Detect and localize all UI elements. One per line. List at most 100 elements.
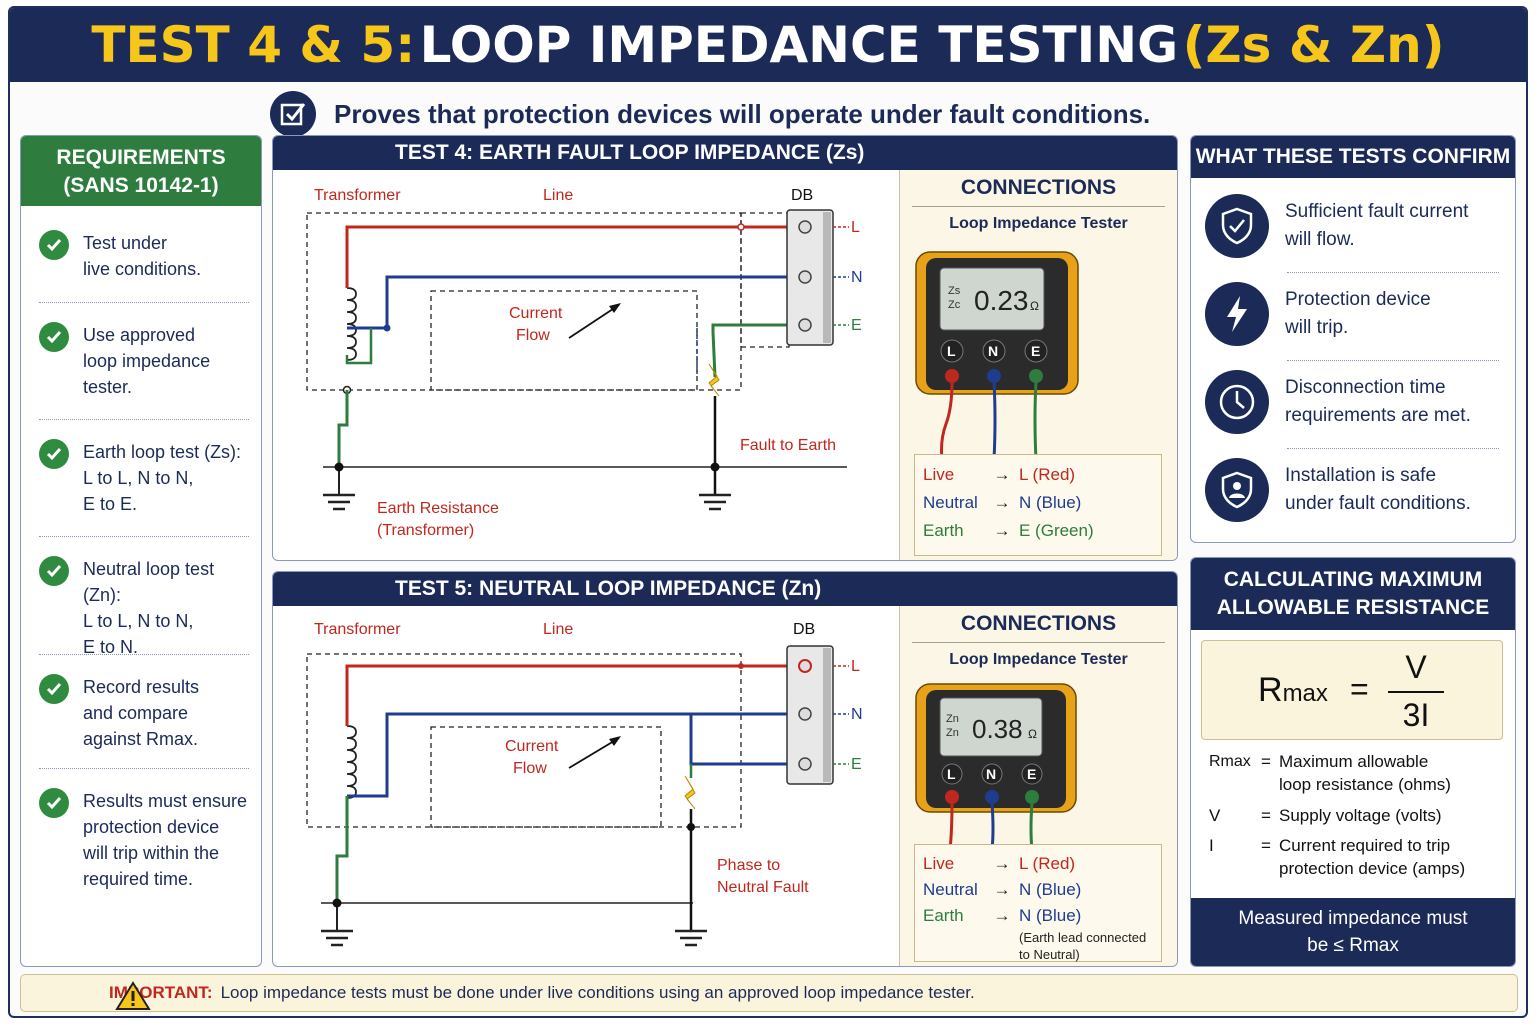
test5-connections: CONNECTIONS Loop Impedance Tester Zn Zn … — [899, 606, 1177, 966]
connection-row: Live → L (Red) — [923, 851, 1153, 877]
test5-panel: TEST 5: NEUTRAL LOOP IMPEDANCE (Zn) — [272, 571, 1178, 967]
current-loop-dashed-box — [430, 290, 698, 391]
requirement-text: Use approved loop impedance tester. — [83, 325, 211, 397]
fault-sub-label: Neutral Fault — [717, 879, 809, 896]
check-icon — [39, 556, 69, 586]
arrow-icon: → — [993, 854, 1011, 873]
test4-panel: TEST 4: EARTH FAULT LOOP IMPEDANCE (Zs) — [272, 135, 1178, 561]
junction-dot — [710, 462, 720, 472]
arrow-icon: → — [993, 465, 1011, 484]
legend-equals: = — [1261, 752, 1271, 771]
formula-denominator: 3I — [1402, 697, 1430, 733]
live-wire — [345, 664, 805, 726]
calculation-heading: CALCULATING MAXIMUM ALLOWABLE RESISTANCE — [1191, 558, 1515, 630]
check-icon — [39, 322, 69, 352]
legend-row: Rmax = Maximum allowable loop resistance… — [1209, 750, 1509, 796]
connection-to: N (Blue) — [1019, 906, 1082, 925]
line-label: Line — [543, 621, 573, 638]
terminal-n-icon — [798, 707, 812, 721]
current-loop-dashed-box — [430, 726, 662, 828]
formula-numerator: V — [1405, 649, 1427, 685]
confirm-item: Protection device will trip. — [1205, 282, 1505, 346]
distribution-board-side — [823, 648, 831, 782]
loop-impedance-tester-icon: Zn Zn 0.38 Ω L N E — [915, 683, 1077, 850]
requirement-item: Results must ensure protection device wi… — [39, 788, 253, 892]
fault-label: Fault to Earth — [740, 437, 836, 454]
arrow-icon: → — [993, 521, 1011, 540]
earth-resistance-sub-label: (Transformer) — [377, 522, 474, 539]
checkbox-icon — [270, 91, 316, 137]
check-icon — [39, 788, 69, 818]
infographic-frame: TEST 4 & 5: LOOP IMPEDANCE TESTING (Zs &… — [8, 6, 1528, 1018]
green-lead — [1029, 802, 1034, 850]
display-mode-bottom: Zn — [946, 727, 959, 739]
requirement-item: Record results and compare against Rmax. — [39, 674, 253, 752]
terminal-n-button — [982, 339, 1006, 363]
terminal-e-text: E — [1031, 343, 1040, 359]
neutral-wire — [347, 712, 805, 798]
requirements-heading-line-2: (SANS 10142-1) — [63, 174, 219, 197]
confirm-item: Sufficient fault current will flow. — [1205, 194, 1505, 258]
legend-row: I = Current required to trip protection … — [1209, 834, 1509, 880]
title-bar: TEST 4 & 5: LOOP IMPEDANCE TESTING (Zs &… — [10, 8, 1526, 82]
formula-lhs-letter: R — [1258, 671, 1283, 709]
l-label: L — [851, 658, 860, 675]
earth-link-wire — [345, 328, 373, 365]
confirm-text: Protection device will trip. — [1285, 289, 1431, 338]
formula-lhs: Rmax — [1258, 671, 1328, 710]
title-part-1: TEST 4 & 5: — [91, 16, 416, 74]
divider — [1287, 448, 1499, 449]
terminal-n-icon — [798, 270, 812, 284]
terminal-n-text: N — [986, 766, 996, 782]
tester-display — [939, 697, 1043, 757]
confirm-text: Installation is safe under fault conditi… — [1285, 465, 1471, 514]
e-label: E — [851, 756, 862, 773]
tester-display — [939, 267, 1045, 331]
confirm-text: Sufficient fault current will flow. — [1285, 201, 1469, 250]
earth-resistance-label: Earth Resistance — [377, 500, 499, 517]
transformer-label: Transformer — [314, 187, 401, 204]
current-arrow-icon — [568, 304, 620, 339]
loop-impedance-tester-icon: Zs Zc 0.23 Ω L N E — [915, 251, 1079, 460]
red-probe-socket — [945, 790, 959, 804]
junction-dot — [687, 823, 695, 831]
requirement-item: Use approved loop impedance tester. — [39, 322, 253, 400]
requirement-item: Neutral loop test (Zn): L to L, N to N, … — [39, 556, 253, 660]
title-part-2: LOOP IMPEDANCE TESTING — [419, 16, 1179, 74]
earth-wire — [711, 323, 805, 378]
transformer-coil-icon — [346, 287, 357, 361]
calculation-heading-line-2: ALLOWABLE RESISTANCE — [1216, 596, 1490, 619]
divider — [1287, 272, 1499, 273]
connection-row: Neutral → N (Blue) — [923, 489, 1153, 517]
test5-heading: TEST 5: NEUTRAL LOOP IMPEDANCE (Zn) — [273, 572, 1177, 606]
tester-label: Loop Impedance Tester — [949, 651, 1128, 668]
flow-label: Flow — [513, 760, 547, 777]
connections-title: CONNECTIONS — [912, 612, 1165, 643]
l-label: L — [851, 219, 860, 236]
terminal-l-icon — [798, 659, 812, 673]
check-icon — [39, 674, 69, 704]
terminal-l-button — [940, 339, 964, 363]
green-probe-socket — [1025, 790, 1039, 804]
rmax-formula: Rmax = V 3I — [1201, 640, 1503, 740]
divider — [1287, 360, 1499, 361]
legend-equals: = — [1261, 806, 1271, 825]
junction-dot — [738, 663, 744, 669]
red-probe-socket — [945, 369, 959, 383]
tester-label: Loop Impedance Tester — [949, 215, 1128, 232]
arrow-icon: → — [993, 493, 1011, 512]
requirements-panel: REQUIREMENTS (SANS 10142-1) Test under l… — [20, 135, 262, 967]
terminal-e-icon — [798, 318, 812, 332]
transformer-dashed-box — [306, 212, 742, 391]
legend-equals: = — [1261, 836, 1271, 855]
important-message: Loop impedance tests must be done under … — [220, 983, 975, 1002]
connection-row: Live → L (Red) — [923, 461, 1153, 489]
connection-to: L (Red) — [1019, 854, 1076, 873]
connection-to: E (Green) — [1019, 521, 1094, 540]
terminal-l-button — [941, 763, 963, 785]
connection-from: Live — [923, 465, 955, 484]
connection-row: Earth → E (Green) — [923, 517, 1153, 545]
connections-title: CONNECTIONS — [912, 176, 1165, 207]
green-probe-socket — [1029, 369, 1043, 383]
current-arrow-icon — [568, 737, 620, 769]
